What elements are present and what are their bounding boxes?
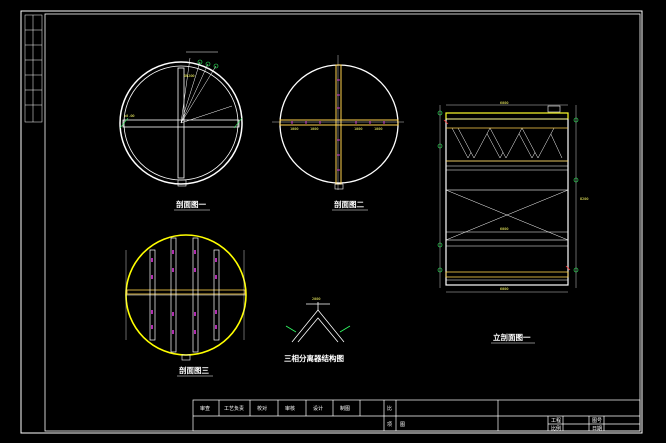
- svg-text:6000: 6000: [500, 101, 508, 105]
- svg-text:8200: 8200: [580, 197, 588, 201]
- inner-frame: [44, 13, 641, 432]
- svg-text:1000: 1000: [354, 127, 362, 131]
- tb-right-top: 工程: [551, 417, 561, 424]
- tb-sheet-label: 图: [400, 422, 405, 428]
- svg-text:6000: 6000: [500, 287, 508, 291]
- tb-cell-6: 制图: [340, 405, 350, 412]
- svg-text:DN200: DN200: [184, 74, 195, 78]
- section-view-3: [125, 234, 247, 361]
- elevation-title: 立剖面图一: [493, 332, 531, 342]
- tb-cell-5: 设计: [313, 405, 323, 412]
- tb-cell-3: 校对: [257, 405, 267, 412]
- title-block: [192, 399, 641, 432]
- svg-text:±0.00: ±0.00: [124, 114, 135, 118]
- tb-right-mid: 比例: [551, 425, 561, 432]
- outer-frame: [20, 10, 643, 434]
- separator-title: 三相分离器结构图: [284, 353, 344, 363]
- binding-strip: [24, 14, 43, 123]
- section-view-2: 1000 1000 1000 1000: [272, 55, 404, 190]
- separator-detail: 2000: [285, 297, 351, 343]
- tb-right-mid2: 日期: [592, 426, 602, 432]
- svg-text:2000: 2000: [312, 297, 320, 301]
- tb-scale-label: 比: [387, 405, 392, 412]
- tb-item-label: 项: [387, 422, 392, 428]
- tb-cell-4: 审核: [285, 405, 295, 412]
- svg-text:6000: 6000: [500, 227, 508, 231]
- section-3-title: 剖面图三: [179, 365, 209, 375]
- elevation-view: 6000 6000 6000 8200: [437, 101, 588, 293]
- section-2-title: 剖面图二: [334, 199, 364, 209]
- tb-cell-1: 审查: [200, 405, 210, 412]
- tb-right-top2: 图号: [592, 418, 602, 424]
- section-view-1: DN200 ±0.00: [119, 51, 243, 187]
- tb-cell-2: 工艺负责: [224, 405, 244, 412]
- svg-text:1000: 1000: [310, 127, 318, 131]
- svg-text:1000: 1000: [374, 127, 382, 131]
- section-1-title: 剖面图一: [176, 199, 206, 209]
- svg-text:1000: 1000: [290, 127, 298, 131]
